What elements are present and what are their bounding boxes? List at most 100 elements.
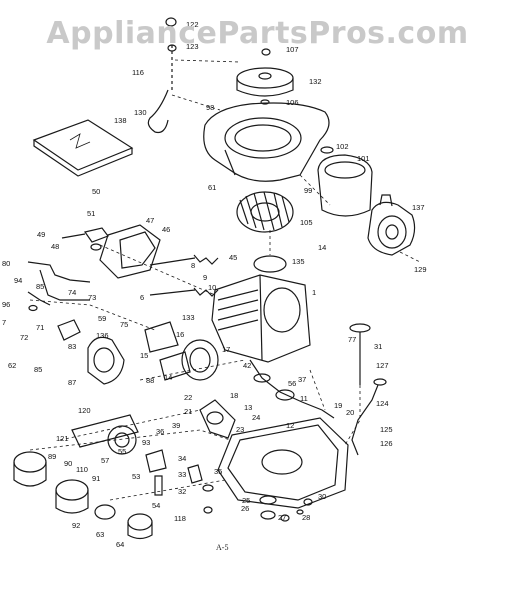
callout-19: 19 xyxy=(334,401,342,410)
callout-25: 25 xyxy=(242,496,250,505)
callout-122: 122 xyxy=(186,20,199,29)
callout-132: 132 xyxy=(309,77,322,86)
part-starter-cup xyxy=(236,67,294,89)
callout-138: 138 xyxy=(114,116,127,125)
part-recoil-starter xyxy=(367,201,416,256)
callout-30: 30 xyxy=(318,492,326,501)
part-piston xyxy=(181,339,219,381)
callout-37: 37 xyxy=(298,375,306,384)
callout-36: 36 xyxy=(156,427,164,436)
callout-55: 55 xyxy=(118,447,126,456)
callout-49: 49 xyxy=(37,230,45,239)
callout-130: 130 xyxy=(134,108,147,117)
callout-46: 46 xyxy=(162,225,170,234)
part-blower-housing xyxy=(203,102,330,182)
callout-61: 61 xyxy=(208,183,216,192)
callout-10: 10 xyxy=(208,283,216,292)
callout-88: 88 xyxy=(146,376,154,385)
part-muffler xyxy=(317,154,373,217)
part-cap xyxy=(165,17,177,27)
callout-102: 102 xyxy=(336,142,349,151)
callout-16: 16 xyxy=(176,330,184,339)
part-carburetor-gasket xyxy=(99,224,161,279)
callout-92: 92 xyxy=(72,521,80,530)
callout-129: 129 xyxy=(414,265,427,274)
callout-89: 89 xyxy=(48,452,56,461)
callout-31: 31 xyxy=(374,342,382,351)
callout-47: 47 xyxy=(146,216,154,225)
callout-135: 135 xyxy=(292,257,305,266)
callout-83: 83 xyxy=(68,342,76,351)
callout-85: 85 xyxy=(36,282,44,291)
callout-7: 7 xyxy=(2,318,6,327)
callout-26: 26 xyxy=(241,504,249,513)
callout-63: 63 xyxy=(96,530,104,539)
callout-labels: 122 123 107 116 132 106 130 98 138 102 1… xyxy=(2,20,427,549)
callout-96: 96 xyxy=(2,300,10,309)
callout-120: 120 xyxy=(78,406,91,415)
callout-116: 116 xyxy=(132,68,144,77)
callout-121: 121 xyxy=(56,434,69,443)
callout-124: 124 xyxy=(376,399,389,408)
part-dipstick-tube xyxy=(351,384,379,456)
callout-98: 98 xyxy=(206,103,214,112)
callout-21: 21 xyxy=(184,407,192,416)
page-code: A-5 xyxy=(216,543,229,552)
callout-62: 62 xyxy=(8,361,16,370)
callout-85b: 85 xyxy=(34,365,42,374)
callout-57: 57 xyxy=(101,456,109,465)
callout-14: 14 xyxy=(318,243,326,252)
callout-64: 64 xyxy=(116,540,124,549)
callout-27: 27 xyxy=(278,513,286,522)
callout-133: 133 xyxy=(182,313,195,322)
part-governor-assembly xyxy=(87,336,125,385)
callout-34: 34 xyxy=(178,454,186,463)
callout-22: 22 xyxy=(184,393,192,402)
callout-110: 110 xyxy=(76,465,88,474)
callout-59: 59 xyxy=(98,314,106,323)
callout-90: 90 xyxy=(64,459,72,468)
part-fuel-line xyxy=(147,89,169,134)
callout-48: 48 xyxy=(51,242,59,251)
callout-136: 136 xyxy=(96,331,109,340)
callout-80: 80 xyxy=(2,259,10,268)
callout-12: 12 xyxy=(286,421,294,430)
callout-39: 39 xyxy=(172,421,180,430)
callout-20: 20 xyxy=(346,408,354,417)
callout-105: 105 xyxy=(300,218,313,227)
callout-11: 11 xyxy=(300,394,308,403)
callout-1: 1 xyxy=(312,288,316,297)
callout-75: 75 xyxy=(120,320,128,329)
callout-106: 106 xyxy=(286,98,299,107)
callout-71: 71 xyxy=(36,323,44,332)
callout-93: 93 xyxy=(142,438,150,447)
callout-73: 73 xyxy=(88,293,96,302)
callout-127: 127 xyxy=(376,361,389,370)
callout-99: 99 xyxy=(304,186,312,195)
callout-51: 51 xyxy=(87,209,95,218)
callout-9: 9 xyxy=(203,273,207,282)
callout-13: 13 xyxy=(244,403,252,412)
callout-72: 72 xyxy=(20,333,28,342)
part-oil-cap xyxy=(349,323,371,333)
callout-118: 118 xyxy=(174,514,186,523)
part-crankshaft xyxy=(249,359,335,419)
callout-94: 94 xyxy=(14,276,22,285)
callout-91: 91 xyxy=(92,474,100,483)
callout-123: 123 xyxy=(186,42,199,51)
callout-77: 77 xyxy=(348,335,356,344)
callout-53: 53 xyxy=(132,472,140,481)
callout-35: 35 xyxy=(214,467,222,476)
callout-87: 87 xyxy=(68,378,76,387)
callout-107: 107 xyxy=(286,45,299,54)
callout-101: 101 xyxy=(357,154,370,163)
callout-74: 74 xyxy=(68,288,76,297)
callout-6: 6 xyxy=(140,293,144,302)
part-crankcase xyxy=(217,417,349,509)
callout-125: 125 xyxy=(380,425,393,434)
callout-42: 42 xyxy=(243,361,251,370)
callout-28: 28 xyxy=(302,513,310,522)
callout-14b: 14 xyxy=(164,373,172,382)
